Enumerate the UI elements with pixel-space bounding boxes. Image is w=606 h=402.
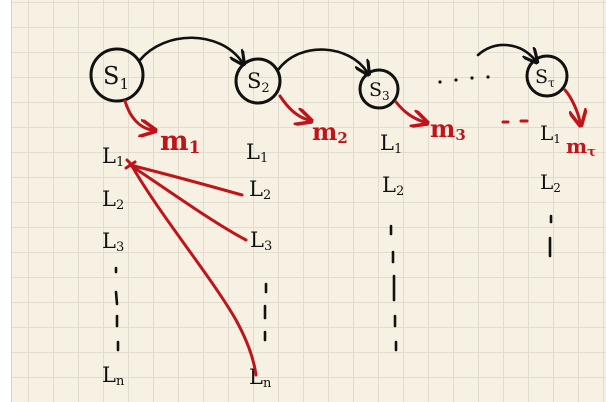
transition-arrow-1-2 [138, 36, 242, 62]
state-circle [234, 57, 282, 105]
state-circle [358, 68, 400, 110]
column-tau: L1 L2 [540, 121, 561, 258]
state-label: S3 [369, 79, 390, 103]
emission-arrow-tau [563, 88, 580, 122]
link-l1-to-ln [130, 164, 258, 377]
emission-label-3: m3 [430, 114, 466, 144]
column-3: L1 L2 [380, 131, 404, 352]
vertical-dots [389, 224, 398, 352]
emission-arrow-1 [123, 99, 152, 130]
transition-arrow-to-tau [476, 43, 535, 60]
column-item: L1 [380, 131, 402, 157]
transition-arrow-2-3 [276, 48, 367, 72]
vertical-dots [114, 266, 120, 352]
state-node-1: S1 [89, 47, 145, 103]
link-l1-to-l2 [128, 163, 244, 197]
column-2: L1 L2 L3 Ln [246, 140, 272, 391]
column-item: L2 [382, 173, 404, 199]
red-dash-marks [501, 119, 529, 124]
column-item: Ln [102, 363, 125, 389]
column-item: L2 [540, 170, 561, 195]
vertical-dots [263, 282, 268, 342]
column-item: L1 [246, 140, 268, 166]
emission-label-2: m2 [312, 117, 348, 147]
emission-label-1: m1 [160, 126, 200, 158]
column-item: Ln [249, 365, 272, 391]
link-l1-to-l3 [128, 163, 248, 242]
state-circle [89, 47, 145, 103]
column-item: L2 [249, 177, 271, 203]
emission-arrow-3 [394, 100, 424, 122]
emission-arrow-2 [278, 94, 308, 120]
column-item: L2 [102, 187, 124, 213]
column-item: L3 [102, 229, 124, 255]
left-margin-bar [0, 0, 12, 402]
link-l1-origin-mark [124, 158, 137, 170]
ellipsis-dots [438, 75, 490, 84]
column-item: L1 [540, 121, 561, 146]
state-label: S1 [103, 62, 129, 93]
emission-label-tau: mτ [566, 134, 596, 160]
state-node-3: S3 [358, 68, 400, 110]
column-item: L1 [102, 144, 124, 170]
state-label: S2 [247, 69, 270, 96]
state-label: Sτ [535, 66, 555, 90]
state-node-tau: Sτ [525, 54, 569, 98]
state-node-2: S2 [234, 57, 282, 105]
vertical-dots [548, 214, 553, 258]
column-item: L3 [250, 228, 272, 254]
state-circle [525, 54, 569, 98]
column-1: L1 L2 L3 Ln [102, 144, 125, 389]
